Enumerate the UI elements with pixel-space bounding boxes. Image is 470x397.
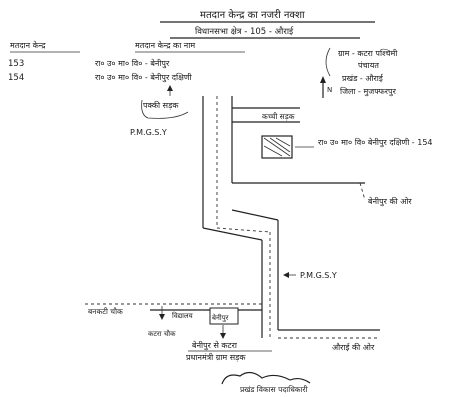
booth-entry-2-name: रा० उ० मा० वि० - बेनीपुर दक्षिणी <box>95 72 193 83</box>
pmgsy-top-label: P.M.G.S.Y <box>130 128 167 137</box>
arrow-left-label: कटरा चौक <box>148 329 176 338</box>
booth-name-heading: मतदान केन्द्र का नाम <box>135 40 195 50</box>
to-left-label: बनकटी चौक <box>88 307 123 316</box>
school-building-icon <box>261 135 293 159</box>
booth-number-heading: मतदान केन्द्र <box>10 40 46 50</box>
branch-road <box>232 107 300 123</box>
bottom-center-label-2: प्रधानमंत्री ग्राम सड़क <box>186 352 246 362</box>
lane-to-village <box>232 182 366 201</box>
north-arrow-icon: N <box>320 76 332 98</box>
location-brace <box>325 47 331 77</box>
left-arrow-icon <box>283 272 296 278</box>
bottom-center-label-1: बेनीपुर से कटरा <box>192 340 238 351</box>
location-district: जिला - मुजफ्फरपुर <box>340 86 397 97</box>
pmgsy-mid-label: P.M.G.S.Y <box>300 271 337 280</box>
bottom-right-label: औराई की ओर <box>332 342 375 352</box>
booth-entry-1-number: 153 <box>8 59 24 69</box>
location-panchayat: पंचायत <box>358 61 379 70</box>
road-top-circle <box>141 99 189 119</box>
main-road <box>202 96 279 338</box>
road-top-label: पक्की सड़क <box>143 100 179 110</box>
booth-entry-1-name: रा० उ० मा० वि० - बेनीपुर <box>95 58 170 69</box>
location-village: ग्राम - कटरा पश्चिमी <box>338 48 398 58</box>
down-arrow-icon <box>159 306 165 320</box>
box-label: विद्यालय <box>172 311 194 320</box>
cross-road <box>85 303 380 339</box>
constituency-title: विधानसभा क्षेत्र - 105 - औराई <box>195 26 294 37</box>
booth-entry-2-number: 154 <box>8 73 24 83</box>
map-title: मतदान केन्द्र का नजरी नक्शा <box>200 9 305 21</box>
landmark-box <box>209 307 239 325</box>
box-left-label: बेनीपुर <box>212 313 229 322</box>
signature-scribble <box>221 371 311 385</box>
down-arrow-icon <box>220 325 226 339</box>
to-village-right-label: बेनीपुर की ओर <box>368 196 412 207</box>
location-block: प्रखंड - औराई <box>342 73 384 83</box>
school-label: रा० उ० मा० वि० बेनीपुर दक्षिणी - 154 <box>318 137 433 148</box>
up-arrow-icon <box>167 85 173 96</box>
signature-label: प्रखंड विकास पदाधिकारी <box>240 385 309 394</box>
road-branch-label: कच्ची सड़क <box>262 112 295 121</box>
svg-text:N: N <box>327 86 332 94</box>
